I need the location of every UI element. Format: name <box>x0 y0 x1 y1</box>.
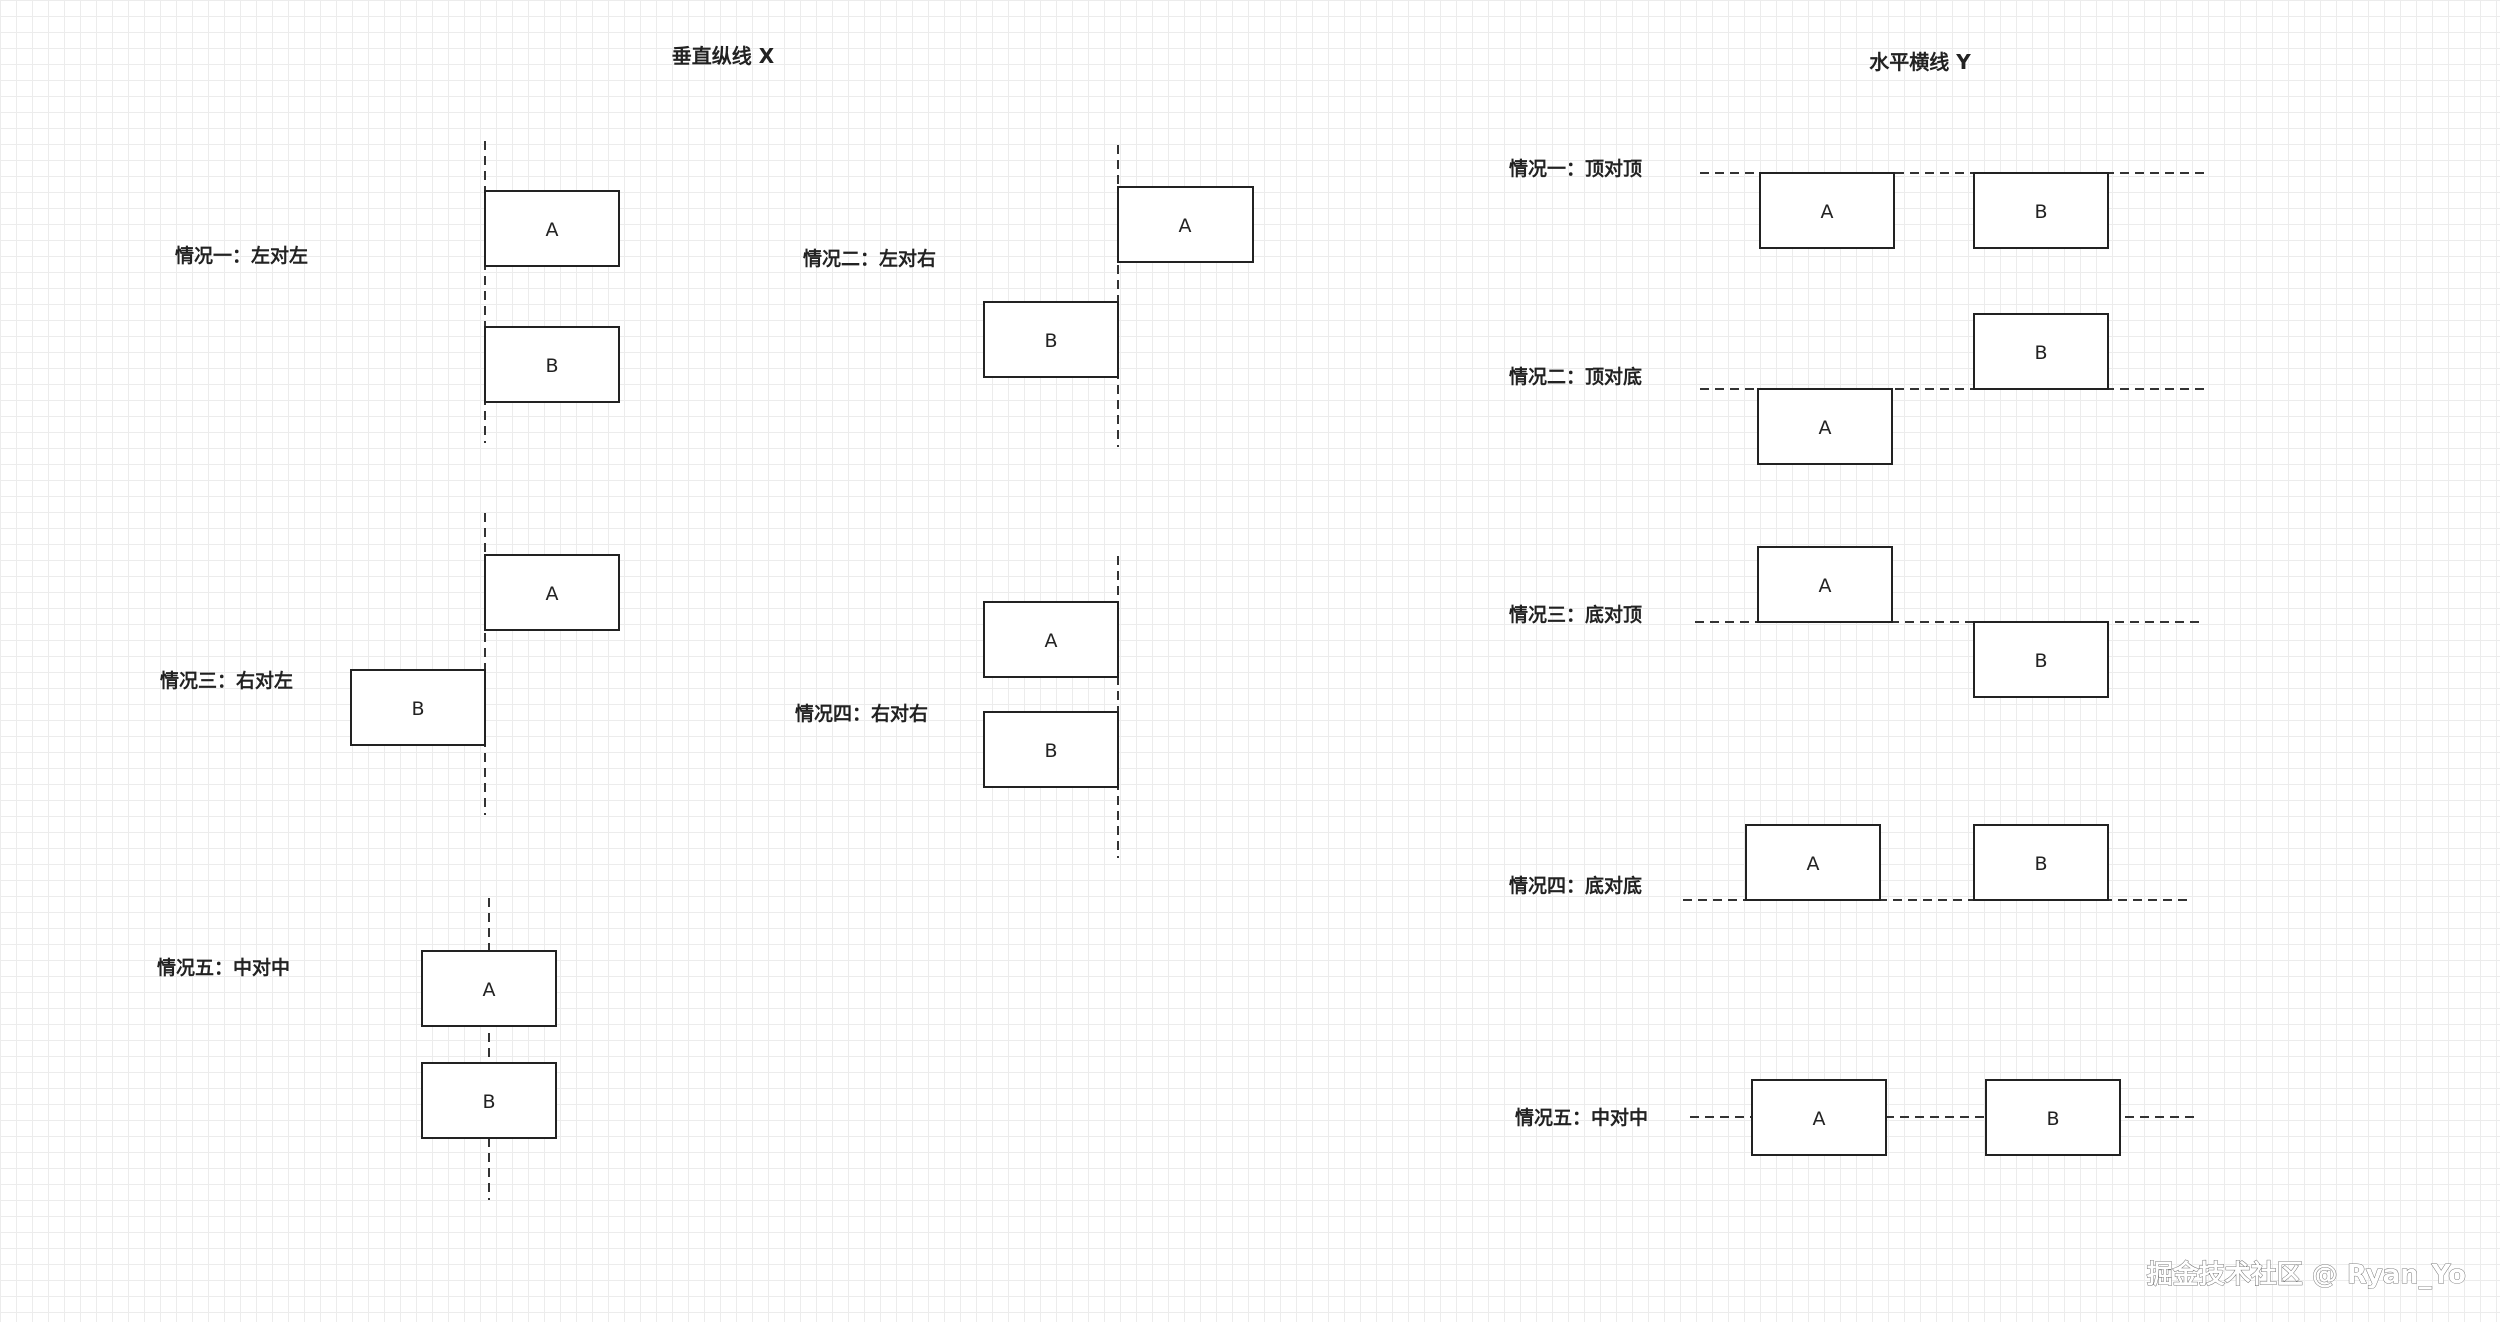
horizontal-case-1: 情况一：顶对顶 A B <box>1509 157 2210 249</box>
horizontal-case-2-box-a[interactable] <box>1757 388 1893 465</box>
vertical-case-2-box-a-label: A <box>1179 215 1192 237</box>
vertical-case-3-box-a-label: A <box>546 583 559 605</box>
horizontal-case-3-box-b[interactable] <box>1973 621 2109 698</box>
horizontal-case-5-box-b-label: B <box>2046 1108 2059 1130</box>
horizontal-case-5-box-a[interactable] <box>1751 1079 1887 1156</box>
vertical-case-2-box-a[interactable] <box>1117 186 1254 263</box>
horizontal-case-1-box-a[interactable] <box>1759 172 1895 249</box>
vertical-case-5: 情况五：中对中 A B <box>157 898 557 1200</box>
vertical-case-1-box-a[interactable] <box>484 190 620 267</box>
vertical-case-4-box-a[interactable] <box>983 601 1119 678</box>
vertical-case-4-box-b[interactable] <box>983 711 1119 788</box>
vertical-case-3-label: 情况三：右对左 <box>160 669 293 692</box>
vertical-case-5-box-a-label: A <box>483 979 496 1001</box>
vertical-case-2-label: 情况二：左对右 <box>803 247 936 270</box>
vertical-case-1-label: 情况一：左对左 <box>175 244 308 267</box>
horizontal-section-title: 水平横线 Y <box>1869 50 1971 74</box>
horizontal-case-4-label: 情况四：底对底 <box>1509 874 1642 897</box>
horizontal-case-2-box-b-label: B <box>2034 342 2047 364</box>
horizontal-case-5: 情况五：中对中 A B <box>1515 1079 2200 1156</box>
horizontal-case-1-label: 情况一：顶对顶 <box>1509 157 1642 180</box>
vertical-case-4: 情况四：右对右 A B <box>795 556 1119 858</box>
horizontal-case-4-box-b[interactable] <box>1973 824 2109 901</box>
horizontal-case-1-box-b-label: B <box>2034 201 2047 223</box>
vertical-case-2-box-b-label: B <box>1044 330 1057 352</box>
vertical-section-title: 垂直纵线 X <box>672 44 775 68</box>
horizontal-case-1-box-b[interactable] <box>1973 172 2109 249</box>
horizontal-case-2-box-a-label: A <box>1819 417 1832 439</box>
vertical-case-1-box-a-label: A <box>546 219 559 241</box>
vertical-case-4-box-a-label: A <box>1045 630 1058 652</box>
vertical-case-5-label: 情况五：中对中 <box>157 956 290 979</box>
vertical-case-1-box-b-label: B <box>545 355 558 377</box>
vertical-case-4-box-b-label: B <box>1044 740 1057 762</box>
horizontal-case-2-box-b[interactable] <box>1973 313 2109 390</box>
horizontal-case-3-box-b-label: B <box>2034 650 2047 672</box>
vertical-case-5-box-a[interactable] <box>421 950 557 1027</box>
horizontal-case-3-box-a-label: A <box>1819 575 1832 597</box>
horizontal-case-2-label: 情况二：顶对底 <box>1509 365 1642 388</box>
horizontal-case-5-box-b[interactable] <box>1985 1079 2121 1156</box>
vertical-case-1: 情况一：左对左 A B <box>175 141 620 443</box>
horizontal-case-4-box-a[interactable] <box>1745 824 1881 901</box>
vertical-case-3: 情况三：右对左 A B <box>160 513 620 815</box>
horizontal-case-3-label: 情况三：底对顶 <box>1509 603 1642 626</box>
horizontal-case-3-box-a[interactable] <box>1757 546 1893 623</box>
vertical-case-2: 情况二：左对右 A B <box>803 145 1254 447</box>
vertical-case-5-box-b[interactable] <box>421 1062 557 1139</box>
vertical-case-3-box-a[interactable] <box>484 554 620 631</box>
horizontal-case-4-box-b-label: B <box>2034 853 2047 875</box>
vertical-case-2-box-b[interactable] <box>983 301 1119 378</box>
vertical-case-3-box-b[interactable] <box>350 669 486 746</box>
horizontal-case-4-box-a-label: A <box>1807 853 1820 875</box>
vertical-case-3-box-b-label: B <box>411 698 424 720</box>
horizontal-case-3: 情况三：底对顶 A B <box>1509 546 2205 698</box>
vertical-case-4-label: 情况四：右对右 <box>795 702 928 725</box>
horizontal-case-5-label: 情况五：中对中 <box>1515 1106 1648 1129</box>
horizontal-case-2: 情况二：顶对底 A B <box>1509 313 2210 465</box>
watermark-text: 掘金技术社区 @ Ryan_Yo <box>2147 1259 2466 1290</box>
horizontal-case-1-box-a-label: A <box>1821 201 1834 223</box>
horizontal-case-4: 情况四：底对底 A B <box>1509 824 2193 901</box>
horizontal-case-5-box-a-label: A <box>1813 1108 1826 1130</box>
vertical-case-1-box-b[interactable] <box>484 326 620 403</box>
vertical-case-5-box-b-label: B <box>482 1091 495 1113</box>
